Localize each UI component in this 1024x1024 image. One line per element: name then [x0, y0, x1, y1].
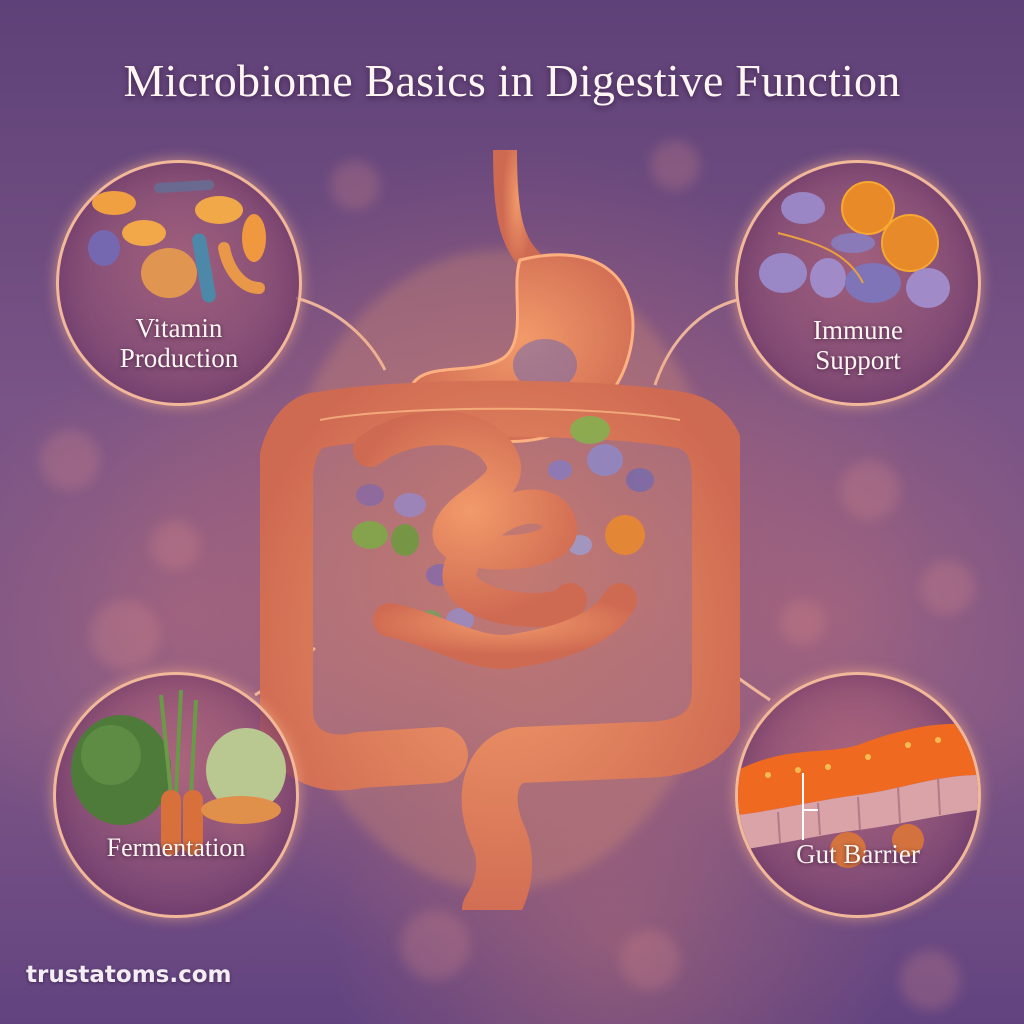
vegetables-icon: [71, 689, 286, 855]
node-label: Immune Support: [813, 315, 903, 375]
node-fermentation: Fermentation: [53, 672, 299, 918]
node-label: Gut Barrier: [796, 839, 920, 869]
node-immune-support: Immune Support: [735, 160, 981, 406]
node-label: Fermentation: [106, 833, 246, 862]
page-title: Microbiome Basics in Digestive Function: [123, 55, 901, 106]
node-gut-barrier: Gut Barrier: [735, 672, 981, 918]
node-label: Vitamin Production: [119, 313, 239, 373]
watermark: trustatoms.com: [26, 962, 232, 988]
digestive-system-icon: [260, 150, 740, 910]
bacteria-icon: [88, 180, 266, 303]
node-vitamin-production: Vitamin Production: [56, 160, 302, 406]
immune-cells-icon: [759, 181, 950, 308]
intestinal-lining-icon: [738, 723, 978, 868]
